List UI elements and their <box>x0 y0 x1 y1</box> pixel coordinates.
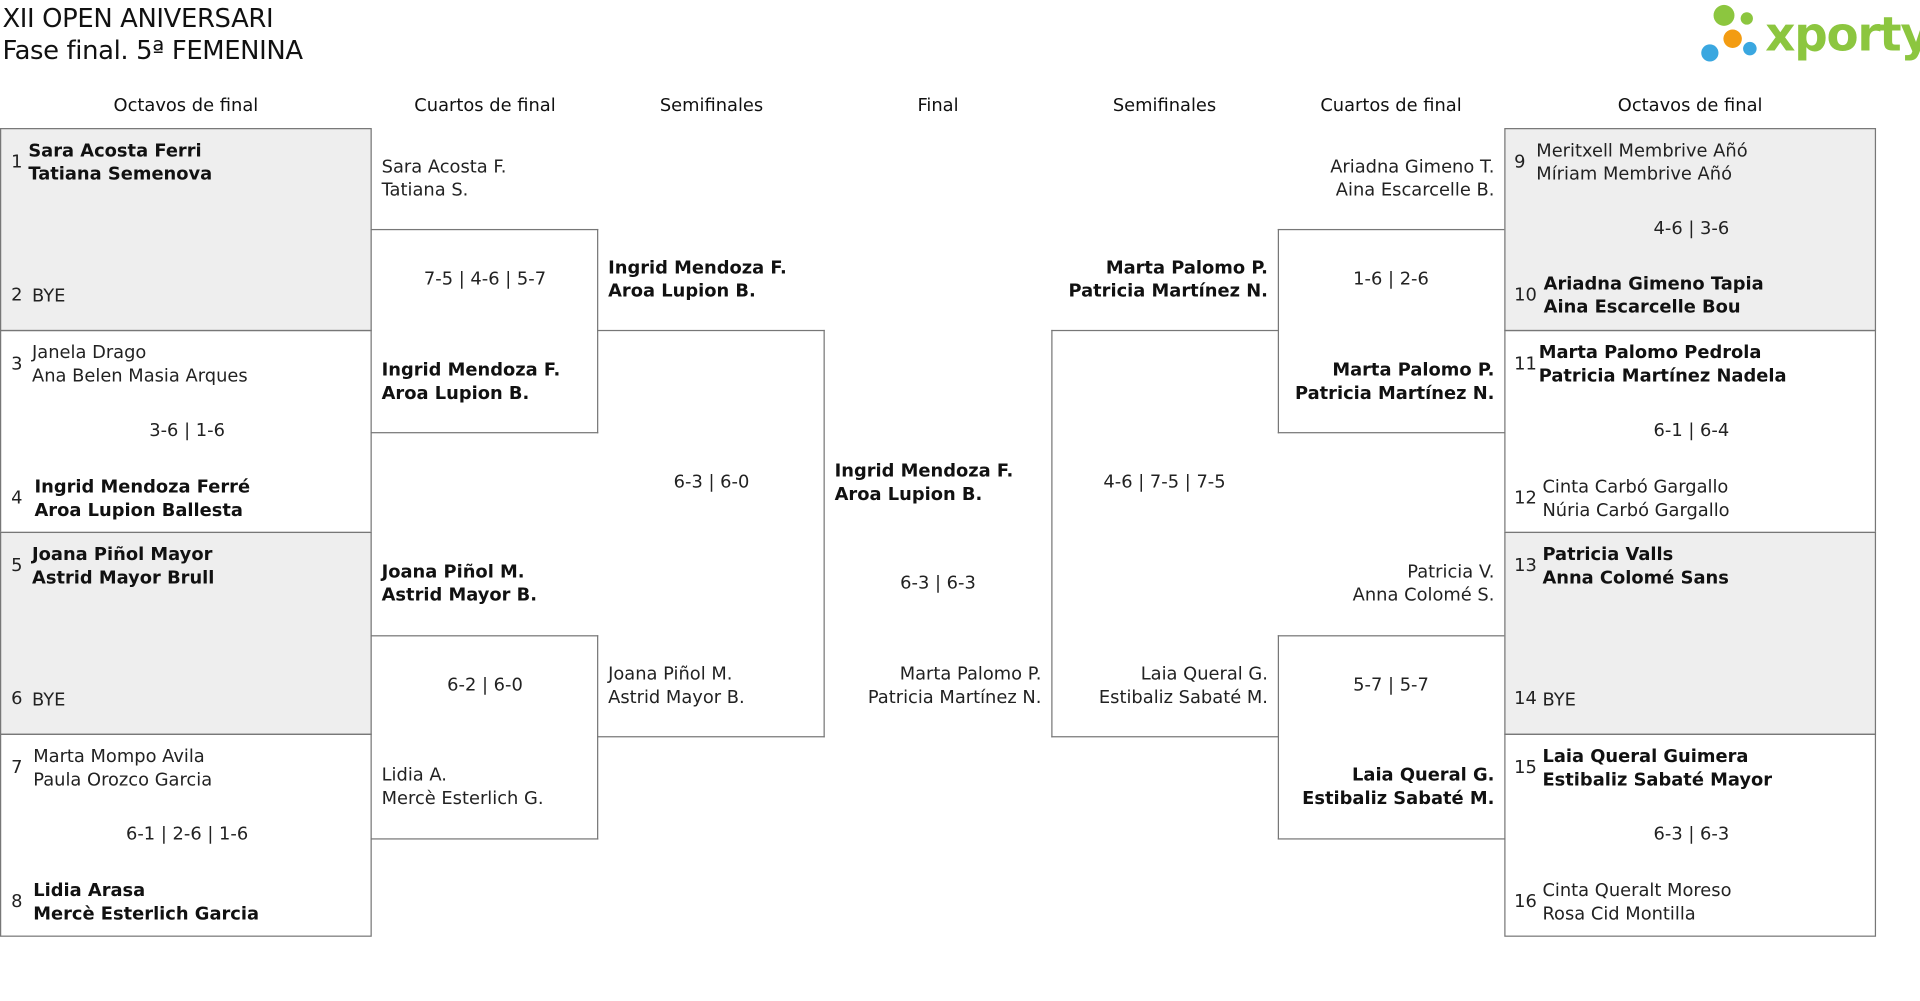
qf-right-match-1 <box>1277 228 1506 434</box>
seed-number: 12 <box>1514 488 1537 509</box>
qf-left-2-score: 6-2 | 6-0 <box>447 675 523 696</box>
logo-dot-green-small-icon <box>1740 12 1753 25</box>
seed-number: 9 <box>1514 152 1526 173</box>
sf-right-score: 4-6 | 7-5 | 7-5 <box>1103 472 1226 493</box>
qf-right-1-team-b[interactable]: Marta Palomo P.Patricia Martínez N. <box>1294 360 1495 404</box>
qf-right-1-team-a[interactable]: Ariadna Gimeno T.Aina Escarcelle B. <box>1330 157 1495 201</box>
sf-right-match <box>1051 329 1280 738</box>
team-6-bye: BYE <box>32 690 66 711</box>
qf-right-2-team-b[interactable]: Laia Queral G.Estibaliz Sabaté M. <box>1302 765 1495 809</box>
sf-left-score: 6-3 | 6-0 <box>673 472 750 493</box>
seed-number: 6 <box>11 689 23 710</box>
qf-left-1-team-a[interactable]: Sara Acosta F.Tatiana S. <box>381 157 507 201</box>
col-header-right-qf: Cuartos de final <box>1320 96 1462 116</box>
qf-left-2-team-b[interactable]: Lidia A.Mercè Esterlich G. <box>381 765 544 809</box>
sf-left-team-a[interactable]: Ingrid Mendoza F.Aroa Lupion B. <box>608 258 787 302</box>
sf-left-team-b[interactable]: Joana Piñol M.Astrid Mayor B. <box>608 664 745 708</box>
team-2-bye: BYE <box>32 286 66 307</box>
seed-number: 5 <box>11 556 23 577</box>
seed-number: 8 <box>11 892 23 913</box>
qf-left-1-score: 7-5 | 4-6 | 5-7 <box>423 269 547 290</box>
col-header-left-sf: Semifinales <box>659 96 764 116</box>
qf-right-2-team-a[interactable]: Patricia V.Anna Colomé S. <box>1352 562 1495 606</box>
match-score: 6-1 | 6-4 <box>1653 421 1730 441</box>
match-score: 4-6 | 3-6 <box>1653 219 1730 239</box>
logo-dot-blue-small-icon <box>1743 41 1757 56</box>
final-team-a[interactable]: Ingrid Mendoza F.Aroa Lupion B. <box>834 461 1014 505</box>
sf-left-match <box>597 329 825 738</box>
seed-number: 16 <box>1514 892 1537 913</box>
xporty-logo[interactable]: xporty <box>1699 4 1920 69</box>
seed-number: 13 <box>1514 556 1537 577</box>
logo-dot-green-icon <box>1713 4 1735 26</box>
seed-number: 11 <box>1514 354 1537 375</box>
qf-right-2-score: 5-7 | 5-7 <box>1353 675 1429 696</box>
match-score: 6-1 | 2-6 | 1-6 <box>126 824 249 845</box>
col-header-left-r16: Octavos de final <box>113 96 259 116</box>
col-header-left-qf: Cuartos de final <box>414 96 556 116</box>
qf-left-match-2 <box>370 635 599 840</box>
seed-number: 1 <box>11 152 23 173</box>
qf-right-match-2 <box>1277 635 1506 840</box>
qf-left-2-team-a[interactable]: Joana Piñol M.Astrid Mayor B. <box>381 562 538 606</box>
col-header-final: Final <box>917 96 959 116</box>
qf-right-1-score: 1-6 | 2-6 <box>1353 269 1429 290</box>
match-score: 6-3 | 6-3 <box>1653 824 1730 845</box>
logo-dot-blue-icon <box>1701 44 1719 62</box>
logo-dot-orange-icon <box>1723 29 1742 49</box>
col-header-right-sf: Semifinales <box>1112 96 1217 116</box>
sf-right-team-a[interactable]: Marta Palomo P.Patricia Martínez N. <box>1068 258 1268 302</box>
logo-text: xporty <box>1765 7 1920 62</box>
seed-number: 10 <box>1514 285 1537 306</box>
seed-number: 3 <box>11 354 23 375</box>
tournament-subtitle: Fase final. 5ª FEMENINA <box>2 35 303 66</box>
seed-number: 15 <box>1514 758 1537 778</box>
seed-number: 7 <box>11 758 23 778</box>
final-team-b[interactable]: Marta Palomo P.Patricia Martínez N. <box>867 664 1042 708</box>
col-header-right-r16: Octavos de final <box>1617 96 1763 116</box>
seed-number: 2 <box>11 285 23 306</box>
seed-number: 4 <box>11 488 23 509</box>
seed-number: 14 <box>1514 689 1537 710</box>
sf-right-team-b[interactable]: Laia Queral G.Estibaliz Sabaté M. <box>1098 664 1268 708</box>
team-14-bye: BYE <box>1542 690 1576 711</box>
qf-left-1-team-b[interactable]: Ingrid Mendoza F.Aroa Lupion B. <box>381 360 561 404</box>
final-score: 6-3 | 6-3 <box>900 573 976 594</box>
tournament-title: XII OPEN ANIVERSARI <box>2 3 274 34</box>
match-score: 3-6 | 1-6 <box>149 421 225 441</box>
